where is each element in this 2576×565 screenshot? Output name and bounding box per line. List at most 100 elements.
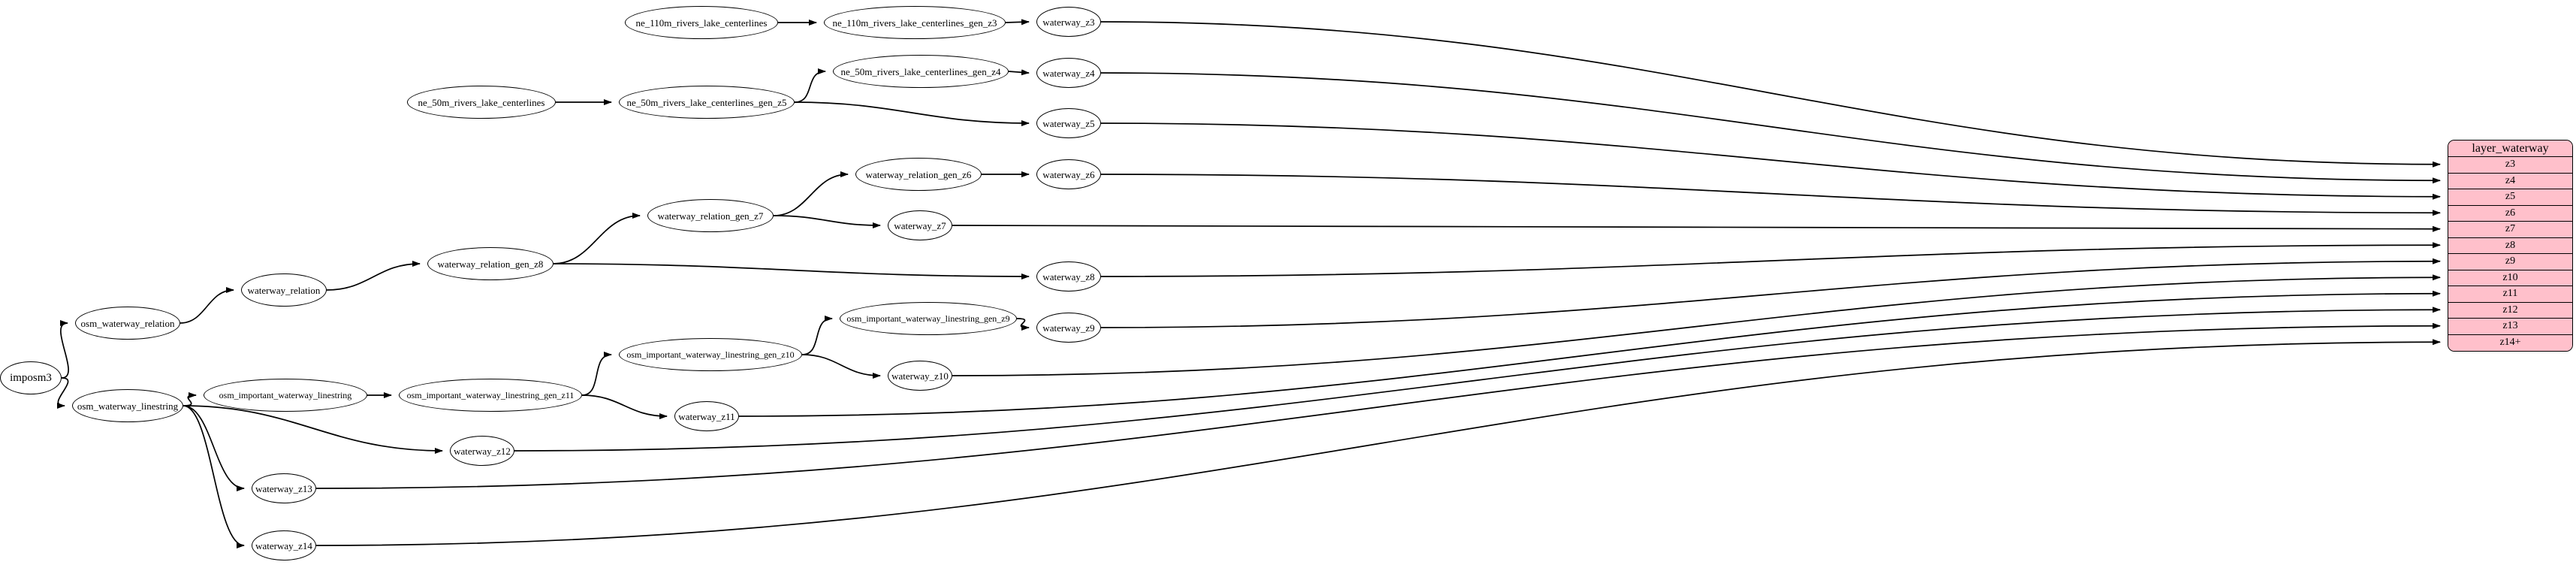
legend-row-z7[interactable]: z7 [2448,222,2572,238]
node-waterway_z7[interactable]: waterway_z7 [888,210,952,240]
edge-waterway_z8-to-legend:z8 [1100,242,2441,277]
edge-waterway_relation_gen_z8-to-waterway_relation_gen_z7 [553,213,641,264]
edge-ne_50m_rivers_lake_centerlines_gen_z5-to-waterway_z5 [794,101,1030,126]
node-ne_50m_rivers_lake_centerlines_gen_z5[interactable]: ne_50m_rivers_lake_centerlines_gen_z5 [619,86,795,119]
node-waterway_z10[interactable]: waterway_z10 [888,361,952,391]
node-waterway_z8[interactable]: waterway_z8 [1036,261,1101,292]
node-osm_waterway_relation[interactable]: osm_waterway_relation [75,307,180,340]
node-waterway_z9[interactable]: waterway_z9 [1036,313,1101,343]
node-waterway_z14[interactable]: waterway_z14 [252,530,316,560]
node-label: waterway_z6 [1042,168,1095,180]
edge-osm_important_waterway_linestring_gen_z10-to-waterway_z10 [801,354,881,379]
node-label: waterway_z11 [678,410,735,422]
node-label: osm_important_waterway_linestring [219,390,352,400]
legend-row-z9[interactable]: z9 [2448,254,2572,270]
node-label: waterway_z10 [891,370,949,382]
legend-row-z6[interactable]: z6 [2448,205,2572,222]
legend-row-z8[interactable]: z8 [2448,237,2572,254]
edge-waterway_z4-to-legend:z4 [1100,72,2441,184]
node-imposm3[interactable]: imposm3 [0,361,62,394]
node-waterway_relation_gen_z6[interactable]: waterway_relation_gen_z6 [855,158,982,191]
edge-waterway_z5-to-legend:z5 [1100,122,2441,200]
node-label: ne_50m_rivers_lake_centerlines_gen_z5 [626,96,787,108]
edge-waterway_z7-to-legend:z7 [952,225,2441,232]
legend-row-z10[interactable]: z10 [2448,270,2572,286]
edge-osm_important_waterway_linestring_gen_z11-to-waterway_z11 [581,394,668,419]
node-label: waterway_z12 [454,445,511,457]
legend-row-z3[interactable]: z3 [2448,157,2572,174]
edge-osm_waterway_linestring-to-waterway_z13 [182,405,245,491]
edge-ne_110m_rivers_lake_centerlines_gen_z3-to-waterway_z3 [1005,19,1030,26]
node-waterway_relation[interactable]: waterway_relation [241,273,327,307]
node-label: waterway_z7 [894,219,946,231]
legend-row-z13[interactable]: z13 [2448,319,2572,335]
legend-row-z11[interactable]: z11 [2448,286,2572,303]
edge-osm_important_waterway_linestring_gen_z11-to-osm_important_waterway_linestring_gen_z10 [581,352,612,396]
edge-osm_important_waterway_linestring_gen_z10-to-osm_important_waterway_linestring_gen_z9 [801,316,833,355]
edge-osm_waterway_linestring-to-osm_important_waterway_linestring [182,392,197,406]
node-ne_110m_rivers_lake_centerlines_gen_z3[interactable]: ne_110m_rivers_lake_centerlines_gen_z3 [824,6,1006,39]
edge-waterway_z9-to-legend:z9 [1100,258,2441,328]
node-label: waterway_z13 [255,482,312,494]
node-label: ne_50m_rivers_lake_centerlines_gen_z4 [840,65,1001,77]
edge-osm_waterway_relation-to-waterway_relation [179,287,234,324]
edge-waterway_z6-to-legend:z6 [1100,174,2441,216]
node-label: imposm3 [10,371,52,384]
node-waterway_relation_gen_z7[interactable]: waterway_relation_gen_z7 [647,199,774,232]
legend-header: layer_waterway [2448,140,2572,157]
edge-osm_waterway_linestring-to-waterway_z12 [182,405,443,454]
node-label: osm_waterway_relation [80,317,175,329]
node-label: waterway_relation_gen_z8 [437,258,544,270]
node-label: waterway_z4 [1042,67,1095,79]
node-waterway_z11[interactable]: waterway_z11 [674,401,739,431]
node-waterway_z5[interactable]: waterway_z5 [1036,108,1101,138]
node-label: ne_110m_rivers_lake_centerlines_gen_z3 [832,17,997,29]
node-waterway_z12[interactable]: waterway_z12 [450,436,514,466]
legend-row-z12[interactable]: z12 [2448,302,2572,319]
node-label: waterway_relation_gen_z7 [657,210,764,222]
node-waterway_relation_gen_z8[interactable]: waterway_relation_gen_z8 [427,247,554,280]
node-osm_important_waterway_linestring_gen_z10[interactable]: osm_important_waterway_linestring_gen_z1… [619,338,802,371]
node-osm_important_waterway_linestring[interactable]: osm_important_waterway_linestring [204,379,367,412]
edge-ne_50m_rivers_lake_centerlines_gen_z5-to-ne_50m_rivers_lake_centerlines_gen_z4 [794,68,826,103]
edge-waterway_relation_gen_z8-to-waterway_z8 [553,263,1030,279]
edge-waterway_z10-to-legend:z10 [952,274,2441,376]
node-osm_important_waterway_linestring_gen_z9[interactable]: osm_important_waterway_linestring_gen_z9 [840,302,1017,335]
legend-row-z4[interactable]: z4 [2448,173,2572,189]
node-label: waterway_relation_gen_z6 [865,168,972,180]
edge-waterway_relation_gen_z7-to-waterway_z7 [773,215,881,228]
legend-row-z5[interactable]: z5 [2448,189,2572,206]
node-label: waterway_relation [247,284,321,296]
edge-imposm3-to-osm_waterway_linestring [56,377,69,409]
node-ne_50m_rivers_lake_centerlines[interactable]: ne_50m_rivers_lake_centerlines [407,86,556,119]
node-label: osm_waterway_linestring [77,400,179,412]
node-label: waterway_z3 [1042,16,1095,28]
node-label: waterway_z5 [1042,117,1095,129]
node-label: waterway_z14 [255,539,312,551]
edge-waterway_z11-to-legend:z11 [738,290,2441,417]
node-label: osm_important_waterway_linestring_gen_z9 [846,313,1010,324]
legend-row-z14+[interactable]: z14+ [2448,334,2572,351]
node-label: waterway_z8 [1042,270,1095,282]
node-waterway_z13[interactable]: waterway_z13 [252,473,316,503]
node-waterway_z3[interactable]: waterway_z3 [1036,7,1101,37]
edge-waterway_relation-to-waterway_relation_gen_z8 [326,261,421,291]
edge-osm_important_waterway_linestring_gen_z9-to-waterway_z9 [1016,318,1030,331]
node-label: osm_important_waterway_linestring_gen_z1… [406,390,575,400]
edge-waterway_z14-to-legend:z14+ [315,339,2441,546]
edge-imposm3-to-osm_waterway_relation [59,320,69,379]
node-ne_50m_rivers_lake_centerlines_gen_z4[interactable]: ne_50m_rivers_lake_centerlines_gen_z4 [833,55,1009,88]
node-waterway_z4[interactable]: waterway_z4 [1036,58,1101,88]
node-ne_110m_rivers_lake_centerlines[interactable]: ne_110m_rivers_lake_centerlines [625,6,778,39]
node-osm_waterway_linestring[interactable]: osm_waterway_linestring [72,389,183,422]
node-label: osm_important_waterway_linestring_gen_z1… [626,349,795,360]
node-waterway_z6[interactable]: waterway_z6 [1036,159,1101,189]
edge-waterway_z13-to-legend:z13 [315,322,2441,489]
node-label: waterway_z9 [1042,322,1095,334]
node-label: ne_50m_rivers_lake_centerlines [418,96,545,108]
edge-ne_50m_rivers_lake_centerlines_gen_z4-to-waterway_z4 [1008,69,1030,76]
node-osm_important_waterway_linestring_gen_z11[interactable]: osm_important_waterway_linestring_gen_z1… [399,379,582,412]
